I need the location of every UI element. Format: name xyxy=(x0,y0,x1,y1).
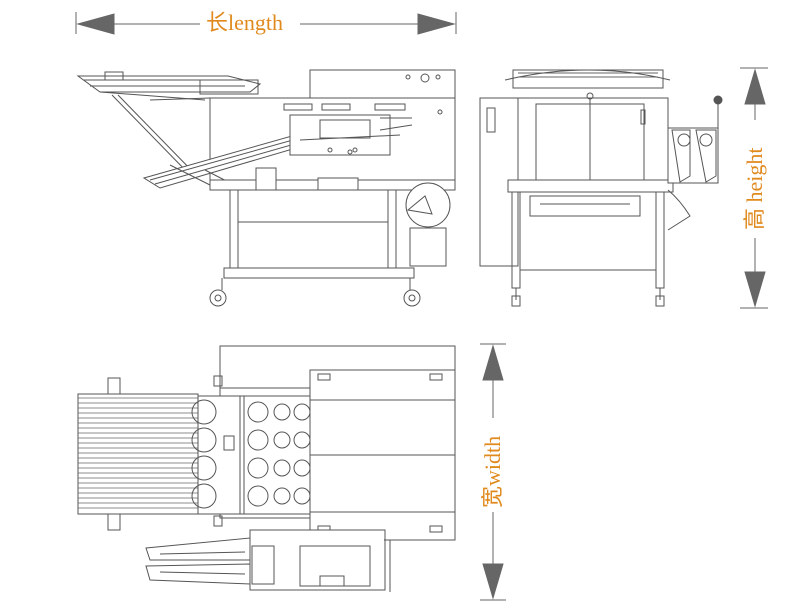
length-dimension xyxy=(75,12,457,35)
width-label: 宽width xyxy=(480,435,505,508)
height-dimension xyxy=(740,67,768,309)
top-view xyxy=(77,345,456,592)
height-label: 高 height xyxy=(742,147,767,231)
width-arrow-up xyxy=(482,344,504,381)
width-dimension xyxy=(480,343,506,601)
length-label: 长length xyxy=(206,10,283,35)
height-arrow-down xyxy=(744,271,766,308)
side-view xyxy=(76,69,456,307)
width-arrow-down xyxy=(482,563,504,600)
height-arrow-up xyxy=(744,68,766,105)
length-arrow-left xyxy=(76,13,115,35)
front-view xyxy=(479,69,723,307)
length-arrow-right xyxy=(417,13,456,35)
